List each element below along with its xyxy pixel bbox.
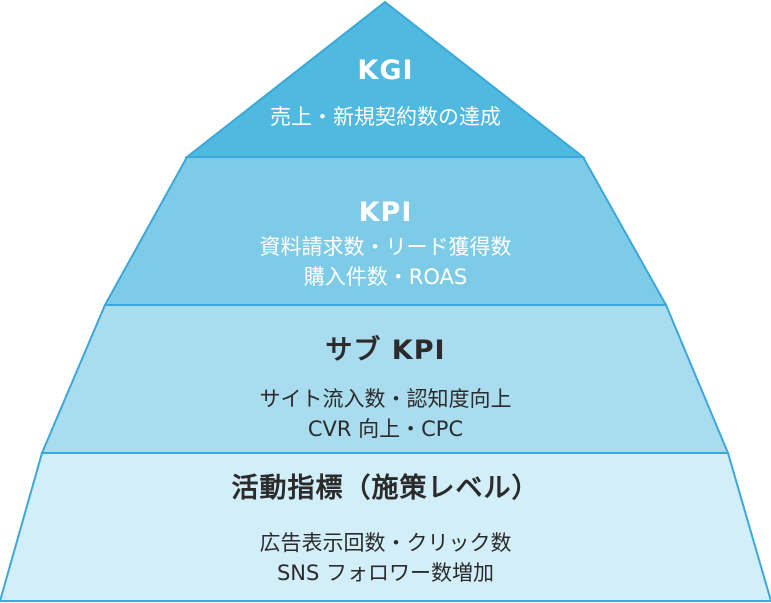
tier-sub-kpi-content: サブ KPI サイト流入数・認知度向上 CVR 向上・CPC: [0, 334, 771, 444]
tier-kpi-content: KPI 資料請求数・リード獲得数 購入件数・ROAS: [0, 196, 771, 292]
tier-kgi-content: KGI 売上・新規契約数の達成: [0, 54, 771, 132]
tier-kpi-desc-line-2: 購入件数・ROAS: [303, 265, 468, 289]
tier-activity-content: 活動指標（施策レベル） 広告表示回数・クリック数 SNS フォロワー数増加: [0, 472, 771, 588]
tier-activity-title: 活動指標（施策レベル）: [231, 473, 540, 504]
tier-sub-kpi-desc-line-2: CVR 向上・CPC: [307, 417, 464, 441]
tier-kgi-title: KGI: [357, 55, 414, 86]
tier-activity-desc-line-2: SNS フォロワー数増加: [276, 561, 495, 585]
pyramid-tier-activity: [0, 452, 771, 602]
tier-kpi-title: KPI: [358, 197, 413, 228]
tier-kgi-desc-line-1: 売上・新規契約数の達成: [270, 105, 501, 129]
tier-sub-kpi-title: サブ KPI: [325, 335, 446, 366]
tier-kpi-desc-line-1: 資料請求数・リード獲得数: [259, 235, 512, 259]
tier-sub-kpi-desc-line-1: サイト流入数・認知度向上: [259, 387, 512, 411]
tier-activity-desc-line-1: 広告表示回数・クリック数: [259, 531, 512, 555]
